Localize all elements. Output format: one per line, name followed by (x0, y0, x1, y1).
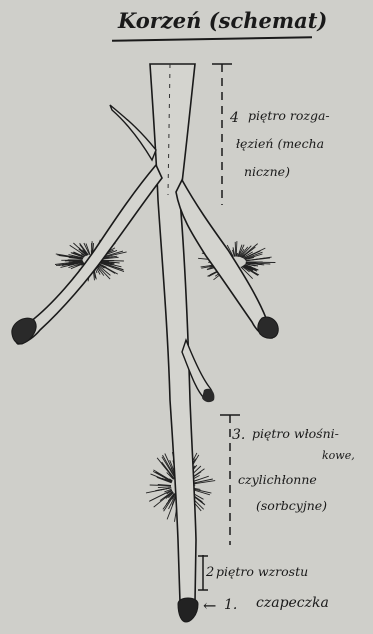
zone4-line-2: łęzień (mecha (236, 138, 324, 151)
zone4-line-1: piętro rozga- (248, 110, 330, 123)
root-hair (73, 261, 83, 262)
zone1-line-1: czapeczka (256, 596, 329, 610)
side-bud-cap (202, 389, 214, 402)
main-root-cap (178, 598, 198, 622)
zone1-number: 1. (224, 598, 237, 612)
diagram-title: Korzeń (schemat) (118, 10, 327, 31)
left-root-cap (12, 318, 36, 344)
zone3-line-4: (sorbcyjne) (256, 500, 327, 513)
zone1-marker: ← (203, 598, 216, 614)
zone2-number: 2 (206, 566, 214, 579)
left-upper-branch (110, 105, 156, 160)
zone3-line-1: piętro włośni- (252, 428, 339, 441)
root-hair (158, 487, 171, 488)
zone4-number: 4 (230, 111, 239, 125)
zone3-number: 3. (232, 428, 245, 442)
zone4-line-3: niczne) (244, 166, 290, 179)
root-hair (237, 253, 238, 256)
zone3-line-3: czylichłonne (238, 474, 317, 487)
zone2-line-1: piętro wzrostu (216, 566, 308, 579)
main-root (150, 64, 196, 610)
zone3-line-2: kowe, (322, 450, 355, 461)
right-root-cap (258, 317, 278, 338)
root-hair (235, 242, 236, 257)
